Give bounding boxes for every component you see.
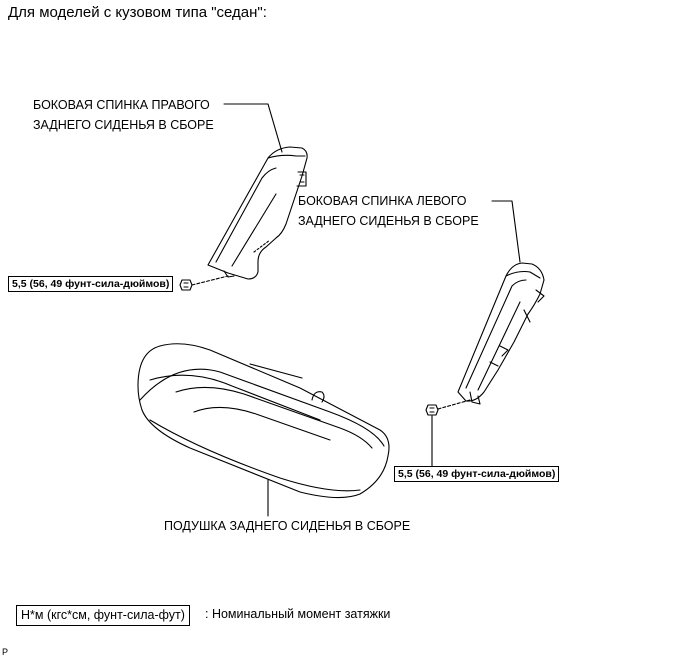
right-bolt-drawing	[179, 275, 229, 291]
right-seatback-label-line2: ЗАДНЕГО СИДЕНЬЯ В СБОРЕ	[33, 118, 214, 132]
seat-cushion-label: ПОДУШКА ЗАДНЕГО СИДЕНЬЯ В СБОРЕ	[164, 516, 410, 536]
corner-label: P	[2, 647, 9, 657]
right-seatback-drawing	[207, 146, 308, 280]
left-seatback-drawing	[457, 262, 545, 405]
seat-cushion-drawing	[137, 343, 390, 499]
page-heading: Для моделей с кузовом типа "седан":	[8, 4, 267, 21]
left-bolt-drawing	[425, 399, 471, 467]
torque-unit-legend-box: Н*м (кгс*см, фунт-сила-фут)	[16, 605, 190, 626]
seat-cushion-label-text: ПОДУШКА ЗАДНЕГО СИДЕНЬЯ В СБОРЕ	[164, 519, 411, 533]
left-seatback-label-line2: ЗАДНЕГО СИДЕНЬЯ В СБОРЕ	[298, 214, 479, 228]
left-seatback-label: БОКОВАЯ СПИНКА ЛЕВОГО ЗАДНЕГО СИДЕНЬЯ В …	[298, 191, 479, 231]
right-bolt-torque-box: 5,5 (56, 49 фунт-сила-дюймов)	[8, 276, 174, 292]
left-seatback-label-line1: БОКОВАЯ СПИНКА ЛЕВОГО	[298, 194, 467, 208]
left-bolt-torque-box: 5,5 (56, 49 фунт-сила-дюймов)	[394, 466, 560, 482]
right-seatback-label-line1: БОКОВАЯ СПИНКА ПРАВОГО	[33, 98, 210, 112]
torque-unit-legend-description: : Номинальный момент затяжки	[205, 607, 391, 621]
right-seatback-label: БОКОВАЯ СПИНКА ПРАВОГО ЗАДНЕГО СИДЕНЬЯ В…	[33, 95, 214, 135]
